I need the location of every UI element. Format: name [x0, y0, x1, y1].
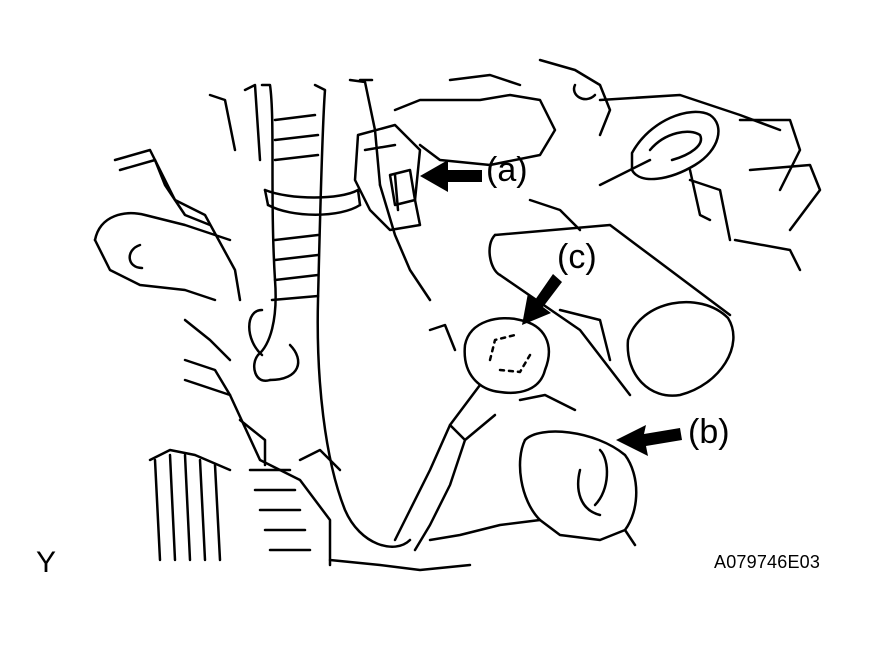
harness-clip — [353, 123, 422, 232]
upper-engine-components — [393, 58, 822, 272]
lower-bracket — [328, 308, 612, 572]
callout-label-c: (c) — [557, 238, 597, 276]
callout-label-a: (a) — [486, 151, 528, 189]
cable-terminal — [393, 317, 551, 552]
engine-block-outline — [93, 83, 262, 472]
alternator — [153, 378, 342, 567]
hose-clamp — [263, 188, 362, 216]
arrow-a — [420, 160, 482, 192]
figure-code: A079746E03 — [714, 552, 821, 572]
arrow-b — [616, 425, 682, 456]
small-tube — [348, 78, 432, 302]
radiator-hose — [248, 83, 412, 548]
harness-connector — [428, 430, 638, 547]
arrow-c — [522, 274, 562, 325]
dipstick-loop — [630, 110, 720, 222]
oil-filter — [488, 223, 735, 397]
callout-label-b: (b) — [688, 413, 730, 451]
view-indicator-letter: Y — [36, 546, 57, 579]
